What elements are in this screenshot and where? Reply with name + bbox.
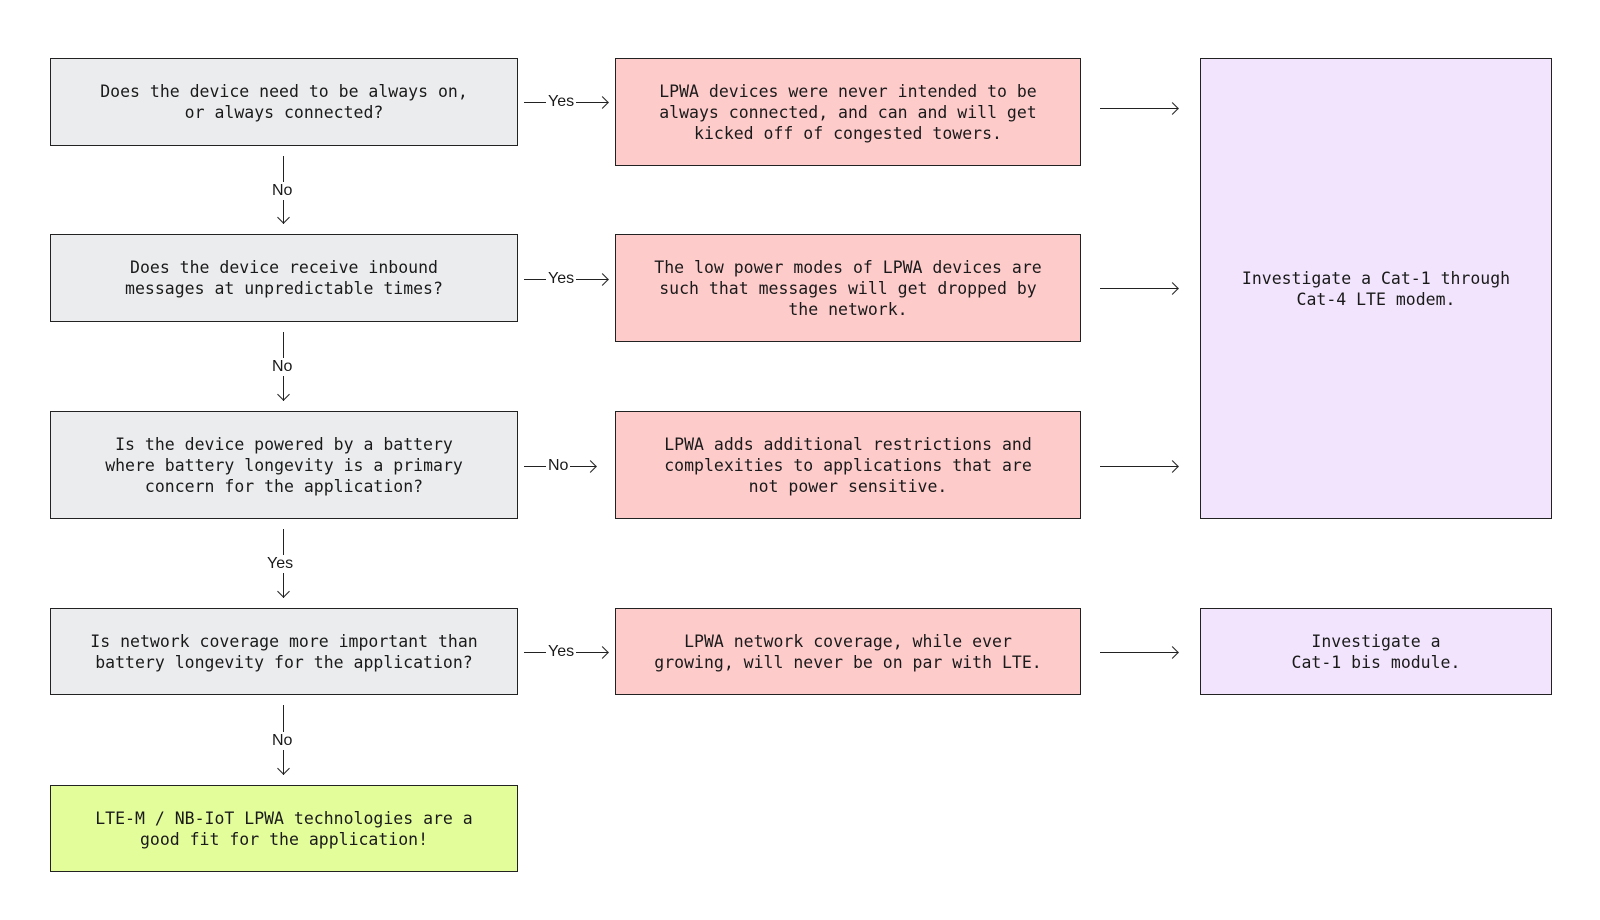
branch-label-yes: Yes (546, 270, 577, 288)
arrowhead-right-icon (596, 96, 609, 109)
branch-label-yes: Yes (546, 93, 577, 111)
connector-w2-to-r1 (1100, 288, 1178, 289)
branch-label-yes: Yes (265, 555, 296, 573)
arrowhead-right-icon (1166, 282, 1179, 295)
question-network-coverage: Is network coverage more important than … (50, 608, 518, 695)
arrowhead-right-icon (1166, 460, 1179, 473)
arrowhead-right-icon (584, 460, 597, 473)
arrowhead-down-icon (277, 388, 290, 401)
question-always-connected: Does the device need to be always on, or… (50, 58, 518, 146)
question-inbound-messages: Does the device receive inbound messages… (50, 234, 518, 322)
branch-label-no: No (546, 457, 571, 475)
branch-label-yes: Yes (546, 643, 577, 661)
connector-w1-to-r1 (1100, 108, 1178, 109)
arrowhead-down-icon (277, 585, 290, 598)
connector-w4-to-r2 (1100, 652, 1178, 653)
arrowhead-down-icon (277, 762, 290, 775)
question-battery-powered: Is the device powered by a battery where… (50, 411, 518, 519)
recommendation-cat1-cat4: Investigate a Cat-1 through Cat-4 LTE mo… (1200, 58, 1552, 519)
branch-label-no: No (270, 182, 295, 200)
connector-w3-to-r1 (1100, 466, 1178, 467)
warning-network-coverage: LPWA network coverage, while ever growin… (615, 608, 1081, 695)
warning-dropped-messages: The low power modes of LPWA devices are … (615, 234, 1081, 342)
branch-label-no: No (270, 732, 295, 750)
branch-label-no: No (270, 358, 295, 376)
final-lpwa-good-fit: LTE-M / NB-IoT LPWA technologies are a g… (50, 785, 518, 872)
arrowhead-down-icon (277, 211, 290, 224)
warning-always-connected: LPWA devices were never intended to be a… (615, 58, 1081, 166)
arrowhead-right-icon (1166, 646, 1179, 659)
recommendation-cat1-bis: Investigate a Cat-1 bis module. (1200, 608, 1552, 695)
arrowhead-right-icon (1166, 102, 1179, 115)
arrowhead-right-icon (596, 646, 609, 659)
warning-not-power-sensitive: LPWA adds additional restrictions and co… (615, 411, 1081, 519)
arrowhead-right-icon (596, 273, 609, 286)
